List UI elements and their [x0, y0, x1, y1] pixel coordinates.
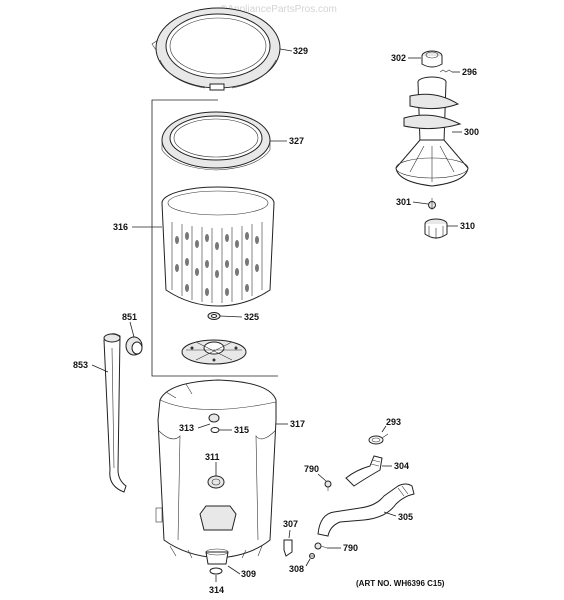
label-317: 317: [290, 419, 305, 429]
leader-313: [197, 423, 211, 429]
leader-293: [381, 425, 387, 433]
label-300: 300: [464, 127, 479, 137]
label-313: 313: [179, 423, 194, 433]
art-number: (ART NO. WH6396 C15): [356, 579, 445, 588]
label-310: 310: [460, 221, 475, 231]
label-790-upper: 790: [304, 464, 319, 474]
part-327-balance-ring[interactable]: [161, 111, 271, 171]
leader-853: [91, 364, 109, 373]
part-790-screw-upper[interactable]: [324, 480, 332, 491]
label-316: 316: [113, 222, 128, 232]
label-305: 305: [398, 512, 413, 522]
label-302: 302: [391, 53, 406, 63]
leader-325: [219, 315, 243, 318]
label-329: 329: [293, 46, 308, 56]
label-301: 301: [396, 197, 411, 207]
leader-305: [383, 511, 397, 517]
label-307: 307: [283, 519, 298, 529]
part-302-agitator-cap[interactable]: [421, 50, 443, 68]
label-293: 293: [386, 417, 401, 427]
part-311-seal[interactable]: [207, 475, 225, 489]
label-327: 327: [289, 136, 304, 146]
part-325-nut[interactable]: [207, 312, 221, 320]
part-315-washer[interactable]: [210, 427, 220, 433]
label-304: 304: [394, 461, 409, 471]
part-313-bolt[interactable]: [208, 413, 220, 423]
leader-309: [227, 565, 241, 575]
part-293-hose-clamp[interactable]: [368, 433, 389, 445]
part-307-bracket[interactable]: [283, 539, 293, 557]
basket-hub-plate: [181, 339, 247, 365]
leader-851: [129, 321, 135, 338]
label-790-lower: 790: [343, 543, 358, 553]
label-296: 296: [462, 67, 477, 77]
assembly-bracket-316: [151, 99, 278, 377]
label-325: 325: [244, 312, 259, 322]
part-296-clip[interactable]: [439, 69, 453, 73]
part-790-screw-lower[interactable]: [314, 542, 328, 550]
leader-307: [288, 529, 291, 539]
part-305-drain-hose[interactable]: [317, 483, 415, 537]
part-310-coupling[interactable]: [424, 218, 448, 239]
label-309: 309: [241, 569, 256, 579]
part-314-ring[interactable]: [209, 567, 223, 575]
part-301-bolt[interactable]: [428, 198, 436, 210]
leader-301: [412, 201, 429, 205]
leader-790-upper: [317, 473, 327, 482]
part-316-wash-basket[interactable]: [161, 186, 275, 307]
part-329-tub-cover[interactable]: [151, 7, 281, 91]
label-853: 853: [73, 360, 88, 370]
label-315: 315: [234, 425, 249, 435]
leader-329: [279, 48, 293, 52]
part-851-cap[interactable]: [125, 336, 143, 356]
part-304-hose[interactable]: [345, 455, 383, 487]
leader-308: [305, 558, 311, 567]
part-853-tube[interactable]: [103, 333, 127, 493]
label-311: 311: [205, 452, 220, 462]
part-309-mount[interactable]: [205, 548, 229, 565]
label-851: 851: [122, 312, 137, 322]
part-317-outer-tub[interactable]: [155, 379, 277, 559]
watermark-text: ©AppliancePartsPros.com: [220, 4, 337, 15]
label-314: 314: [209, 585, 224, 595]
part-300-agitator[interactable]: [395, 76, 469, 187]
part-308-screw[interactable]: [309, 553, 315, 559]
label-308: 308: [289, 564, 304, 574]
